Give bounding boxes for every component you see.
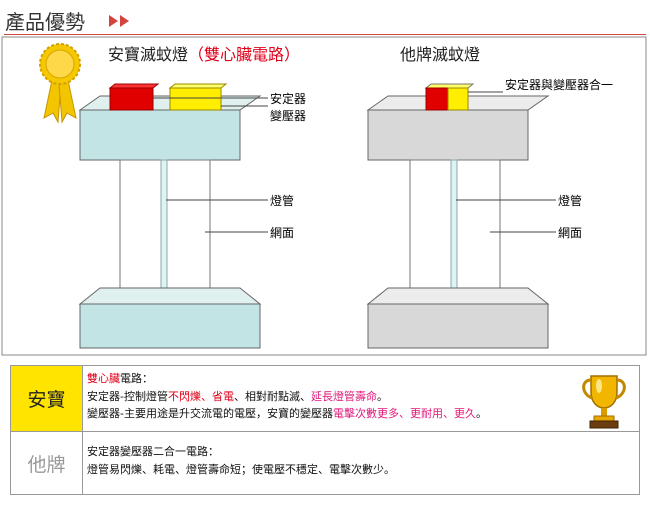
gold-trophy-icon (582, 375, 626, 429)
right-lamp (366, 83, 556, 349)
ours-line-2-text-b: 、相對耐點滅、 (233, 389, 311, 403)
ours-description: 雙心臟電路： 安定器-控制燈管不閃爍、省電、相對耐點滅、延長燈管壽命。 變壓器-… (87, 370, 569, 423)
ours-line-3-highlight: 電擊次數更多、更耐用、更久 (332, 407, 476, 420)
brand-other: 他牌 (11, 432, 83, 494)
left-label-mesh: 網面 (270, 226, 294, 240)
other-description: 安定器變壓器二合一電路： 燈管易閃爍、耗電、燈管壽命短；使電壓不穩定、電擊次數少… (87, 443, 569, 478)
title-divider (4, 34, 646, 35)
left-label-tube: 燈管 (270, 193, 294, 208)
right-label-tube: 燈管 (558, 193, 582, 208)
comparison-row-ours: 安寶 雙心臟電路： 安定器-控制燈管不閃爍、省電、相對耐點滅、延長燈管壽命。 變… (11, 366, 639, 432)
comparison-table: 安寶 雙心臟電路： 安定器-控制燈管不閃爍、省電、相對耐點滅、延長燈管壽命。 變… (10, 365, 640, 495)
ours-line-1-highlight: 雙心臟 (87, 372, 120, 385)
ours-line-2-text-c: 。 (376, 389, 388, 403)
combined-block (424, 83, 475, 111)
double-arrow-icon (109, 15, 129, 27)
ours-line-2-text-a: 安定器-控制燈管 (87, 389, 168, 403)
page-title: 產品優勢 (5, 10, 85, 34)
comparison-row-other: 他牌 安定器變壓器二合一電路： 燈管易閃爍、耗電、燈管壽命短；使電壓不穩定、電擊… (11, 432, 639, 494)
left-lamp-title: 安寶滅蚊燈 (108, 45, 188, 64)
ours-line-2-highlight-a: 不閃爍、省電 (167, 389, 234, 403)
ours-line-3-text-b: 。 (475, 407, 487, 420)
left-label-transformer: 變壓器 (270, 108, 306, 123)
left-lamp-title-highlight: （雙心臟電路） (188, 45, 300, 64)
ours-line-2: 安定器-控制燈管不閃爍、省電、相對耐點滅、延長燈管壽命。 (87, 388, 569, 406)
ours-line-1-text: 電路： (120, 372, 153, 385)
other-line-1: 安定器變壓器二合一電路： (87, 445, 219, 458)
right-label-combined: 安定器與變壓器合一 (505, 77, 613, 92)
left-lamp (78, 83, 268, 349)
other-line-2: 燈管易閃爍、耗電、燈管壽命短；使電壓不穩定、電擊次數少。 (87, 462, 395, 476)
stabilizer-block-red (108, 83, 160, 111)
transformer-block-yellow (168, 83, 228, 111)
right-lamp-title: 他牌滅蚊燈 (400, 45, 480, 64)
right-label-mesh: 網面 (558, 226, 582, 240)
ours-line-3: 變壓器-主要用途是升交流電的電壓，安寶的變壓器電擊次數更多、更耐用、更久。 (87, 405, 569, 423)
left-label-stabilizer: 安定器 (270, 91, 306, 106)
ours-line-2-highlight-b: 延長燈管壽命 (310, 389, 377, 403)
brand-ours: 安寶 (11, 366, 83, 431)
ours-line-3-text-a: 變壓器-主要用途是升交流電的電壓，安寶的變壓器 (87, 407, 333, 420)
comparison-diagram: 安寶滅蚊燈（雙心臟電路） 安定器 變壓器 燈管 網面 他牌滅蚊燈 安定器與變壓器… (1, 36, 647, 356)
svg-text:安寶滅蚊燈（雙心臟電路）: 安寶滅蚊燈（雙心臟電路） (108, 45, 300, 64)
ours-line-1: 雙心臟電路： (87, 370, 569, 388)
award-ribbon-icon (39, 43, 81, 124)
